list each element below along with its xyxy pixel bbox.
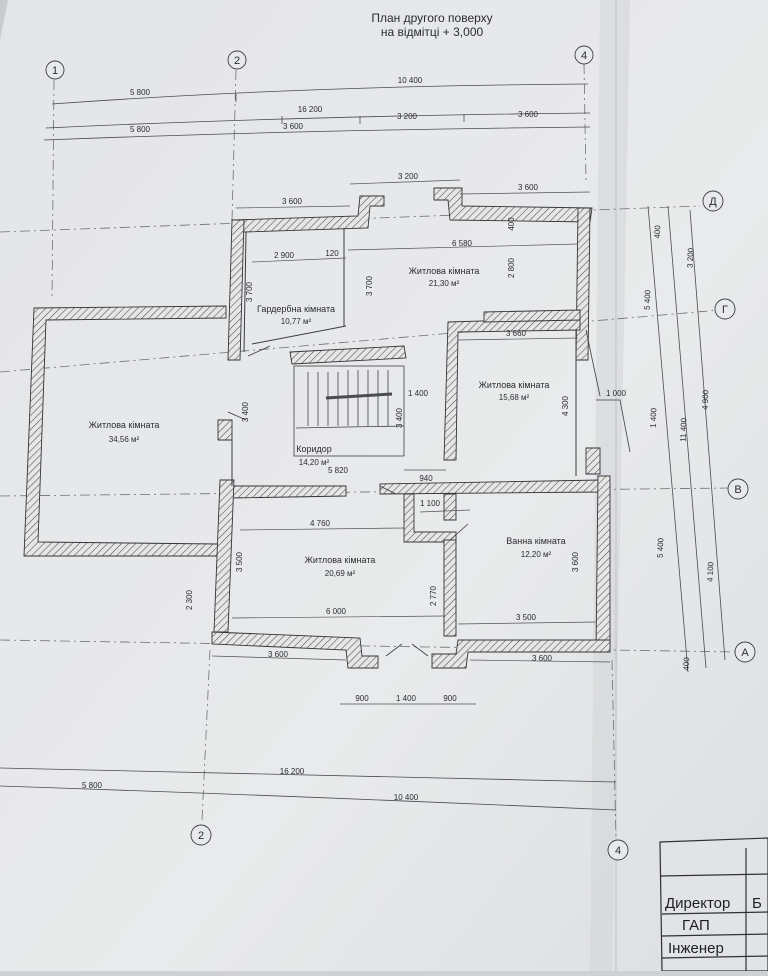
dim-1400: 1 400 xyxy=(408,389,429,398)
dim-3600-a: 3 600 xyxy=(282,197,303,206)
dim-right-1400: 1 400 xyxy=(649,407,659,428)
dim-120: 120 xyxy=(325,249,339,258)
dim-right-5400b: 5 400 xyxy=(656,537,666,558)
dim-6000: 6 000 xyxy=(326,607,347,616)
room-living-left-area: 34,56 м² xyxy=(109,435,140,444)
dim-1000: 1 000 xyxy=(606,389,627,398)
room-corridor-name: Коридор xyxy=(296,444,332,454)
room-corridor-area: 14,20 м² xyxy=(299,458,330,467)
axis-4-label: 4 xyxy=(581,50,587,62)
dim-400: 400 xyxy=(507,217,516,231)
dim-3600-c: 3 600 xyxy=(571,551,580,572)
dim-3600-d: 3 600 xyxy=(268,650,289,659)
dim-top-10400: 10 400 xyxy=(398,76,423,85)
dim-3600-e: 3 600 xyxy=(532,654,553,663)
stamp-engineer: Інженер xyxy=(668,940,724,957)
room-bath-area: 12,20 м² xyxy=(521,550,552,559)
plan-title-line1: План другого поверху xyxy=(371,11,492,25)
axis-2-label: 2 xyxy=(234,55,240,67)
dim-3660: 3 660 xyxy=(506,329,527,338)
room-living-top-area: 21,30 м² xyxy=(429,279,460,288)
axis-a-label: А xyxy=(741,647,749,659)
room-living-left-name: Житлова кімната xyxy=(89,420,160,430)
dim-right-400a: 400 xyxy=(653,225,662,239)
dim-3500-b: 3 500 xyxy=(516,613,537,622)
dim-5820: 5 820 xyxy=(328,466,349,475)
room-living-bottom-name: Житлова кімната xyxy=(305,555,376,565)
dim-bottom-10400: 10 400 xyxy=(394,793,419,802)
dim-2900: 2 900 xyxy=(274,251,295,260)
dim-3400-b: 3 400 xyxy=(395,407,404,428)
dim-right-11400: 11 400 xyxy=(679,417,689,442)
dim-right-4900: 4 900 xyxy=(701,389,711,410)
dim-top-16200: 16 200 xyxy=(298,105,323,114)
dim-top-5800b: 5 800 xyxy=(130,125,151,134)
dim-2300: 2 300 xyxy=(185,589,194,610)
stamp-gap: ГАП xyxy=(682,917,710,934)
axis-1-label: 1 xyxy=(52,65,58,77)
dim-4760: 4 760 xyxy=(310,519,331,528)
dim-right-400b: 400 xyxy=(682,657,691,671)
room-living-right-area: 15,68 м² xyxy=(499,393,530,402)
dim-right-5400a: 5 400 xyxy=(643,289,653,310)
dim-3700-b: 3 700 xyxy=(365,275,374,296)
stamp-director: Директор xyxy=(665,895,730,912)
axis-g-label: Г xyxy=(722,304,728,316)
dim-2770: 2 770 xyxy=(429,585,438,606)
dim-940: 940 xyxy=(419,474,433,483)
axis-d-label: Д xyxy=(709,196,717,208)
dim-3400-a: 3 400 xyxy=(241,401,250,422)
plan-title-line2: на відмітці + 3,000 xyxy=(381,25,484,39)
dim-900-a: 900 xyxy=(355,694,369,703)
dim-bottom-5800: 5 800 xyxy=(82,781,103,790)
room-living-bottom-area: 20,69 м² xyxy=(325,569,356,578)
dim-1100: 1 100 xyxy=(420,499,441,508)
dim-top-5800: 5 800 xyxy=(130,88,151,97)
dim-right-4100: 4 100 xyxy=(706,561,716,582)
stamp-director-cut: Б xyxy=(752,895,762,912)
dim-6580: 6 580 xyxy=(452,239,473,248)
room-wardrobe-name: Гардербна кімната xyxy=(257,304,335,314)
dim-4300: 4 300 xyxy=(561,395,570,416)
room-living-right-name: Житлова кімната xyxy=(479,380,550,390)
dim-3500-a: 3 500 xyxy=(235,551,244,572)
dim-top-3600: 3 600 xyxy=(283,122,304,131)
dim-2800: 2 800 xyxy=(507,257,516,278)
dim-bottom-16200: 16 200 xyxy=(280,767,305,776)
dim-3600-b: 3 600 xyxy=(518,183,539,192)
dim-3200: 3 200 xyxy=(398,172,419,181)
dim-3700-a: 3 700 xyxy=(245,281,254,302)
axis-v-label: В xyxy=(734,484,741,496)
dim-right-3200: 3 200 xyxy=(686,247,696,268)
dim-900-b: 900 xyxy=(443,694,457,703)
dim-top-3200: 3 200 xyxy=(397,112,418,121)
room-bath-name: Ванна кімната xyxy=(506,536,565,546)
room-living-top-name: Житлова кімната xyxy=(409,266,480,276)
dim-1400-b: 1 400 xyxy=(396,694,417,703)
room-wardrobe-area: 10,77 м² xyxy=(281,317,312,326)
axis-2-bottom-label: 2 xyxy=(198,830,204,842)
axis-4-bottom-label: 4 xyxy=(615,845,621,857)
dim-top-3600b: 3 600 xyxy=(518,110,539,119)
